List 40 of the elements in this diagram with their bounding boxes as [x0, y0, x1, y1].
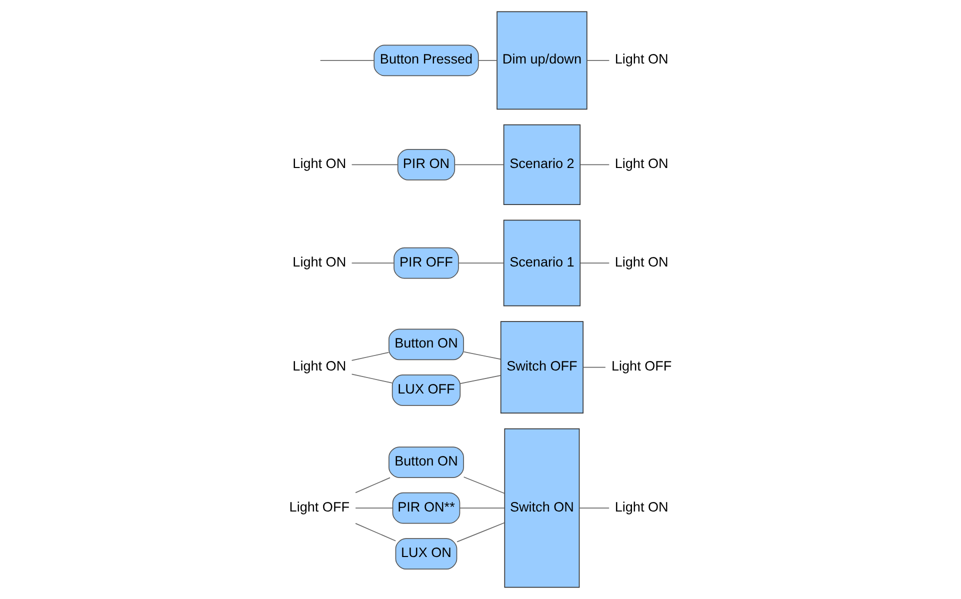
node-text: Light ON — [292, 156, 346, 171]
node-box: Switch ON — [504, 428, 580, 588]
node-box: Scenario 2 — [503, 124, 581, 205]
node-box: Button Pressed — [374, 44, 479, 76]
node-text: Light ON — [292, 358, 346, 374]
node-box: Switch OFF — [500, 321, 584, 414]
node-text: Light OFF — [611, 358, 672, 374]
connector — [351, 374, 392, 384]
node-text: Light OFF — [289, 499, 350, 514]
connector — [351, 352, 390, 361]
connector — [580, 262, 610, 264]
connector — [320, 60, 374, 61]
node-box: Scenario 1 — [503, 220, 581, 306]
node-text: Light ON — [614, 254, 668, 270]
connector — [454, 164, 504, 166]
node-box: Button ON — [388, 328, 464, 360]
node-box: PIR OFF — [394, 247, 459, 279]
connector — [460, 375, 502, 384]
connector — [351, 262, 394, 264]
node-box: Dim up/down — [496, 11, 588, 110]
node-box: PIR ON — [397, 149, 456, 180]
node-box: PIR ON** — [392, 492, 460, 524]
connector — [586, 60, 610, 61]
node-text: Light ON — [614, 156, 668, 171]
connector — [456, 522, 505, 542]
node-text: Light ON — [292, 254, 346, 270]
node-box: LUX ON — [395, 538, 458, 570]
connector — [458, 262, 504, 264]
connector — [463, 476, 505, 494]
node-text: Light ON — [614, 52, 668, 67]
connector — [351, 164, 398, 166]
connector — [582, 366, 606, 368]
connector — [463, 351, 501, 360]
connector — [580, 164, 610, 166]
node-box: LUX OFF — [392, 374, 461, 406]
connector — [355, 523, 396, 542]
connector — [355, 477, 390, 494]
node-text: Light ON — [614, 499, 668, 514]
node-box: Button ON — [388, 446, 464, 478]
connector — [478, 60, 498, 61]
